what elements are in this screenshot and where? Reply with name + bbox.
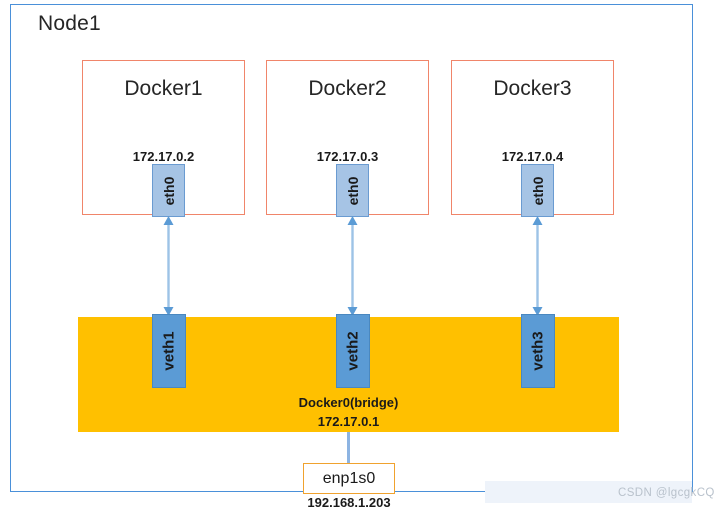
- veth-interface-3: veth3: [521, 314, 555, 388]
- eth0-interface-3-label: eth0: [529, 176, 546, 205]
- link-arrow-eth0-veth2: [346, 216, 359, 316]
- watermark-text: CSDN @lgcgkCQ: [618, 487, 715, 499]
- bridge-to-nic-connector: [347, 432, 350, 464]
- physical-nic-enp1s0-ip: 192.168.1.203: [307, 495, 391, 510]
- docker0-bridge-ip: 172.17.0.1: [317, 414, 380, 429]
- docker-container-2-ip: 172.17.0.3: [316, 149, 379, 164]
- veth-interface-1-label: veth1: [160, 331, 178, 371]
- watermark-background: [485, 481, 692, 503]
- docker-container-2: Docker2 172.17.0.3: [266, 60, 429, 215]
- docker0-bridge-name: Docker0(bridge): [298, 395, 399, 410]
- veth-interface-2: veth2: [336, 314, 370, 388]
- eth0-interface-2: eth0: [336, 164, 369, 217]
- eth0-interface-3: eth0: [521, 164, 554, 217]
- docker-container-3: Docker3 172.17.0.4: [451, 60, 614, 215]
- docker-container-1-ip: 172.17.0.2: [132, 149, 195, 164]
- docker-container-3-title: Docker3: [493, 77, 572, 100]
- veth-interface-2-label: veth2: [344, 331, 362, 371]
- physical-nic-enp1s0-label: enp1s0: [322, 469, 376, 487]
- docker-container-1-title: Docker1: [124, 77, 203, 100]
- physical-nic-enp1s0: enp1s0: [303, 463, 395, 494]
- node1-title: Node1: [38, 12, 101, 35]
- eth0-interface-1: eth0: [152, 164, 185, 217]
- veth-interface-3-label: veth3: [529, 331, 547, 371]
- veth-interface-1: veth1: [152, 314, 186, 388]
- docker-container-3-ip: 172.17.0.4: [501, 149, 564, 164]
- docker-container-2-title: Docker2: [308, 77, 387, 100]
- eth0-interface-2-label: eth0: [344, 176, 361, 205]
- link-arrow-eth0-veth3: [531, 216, 544, 316]
- eth0-interface-1-label: eth0: [160, 176, 177, 205]
- link-arrow-eth0-veth1: [162, 216, 175, 316]
